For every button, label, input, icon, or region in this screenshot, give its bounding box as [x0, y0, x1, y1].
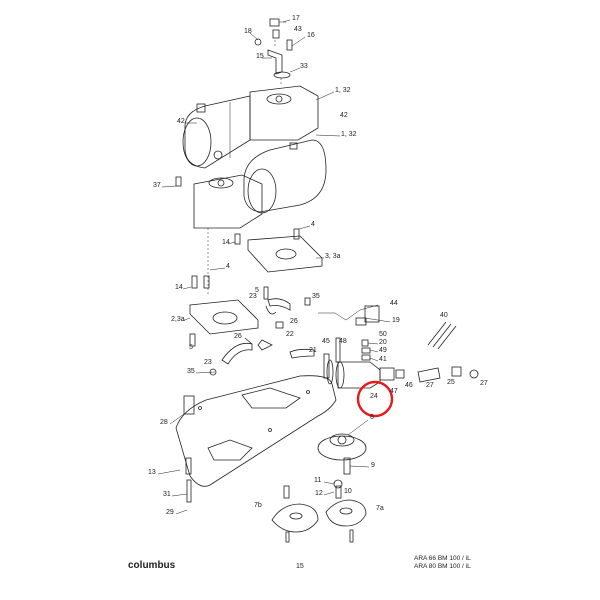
part-label-p12: 12	[315, 490, 323, 497]
part-label-p47: 47	[390, 388, 398, 395]
part-label-p22: 22	[286, 331, 294, 338]
part-label-p17: 17	[292, 15, 300, 22]
flange-6	[317, 433, 367, 489]
sensor-wiring	[318, 304, 457, 379]
part-label-p5b: 5	[189, 344, 193, 351]
model-list: ARA 66 BM 100 / iL ARA 80 BM 100 / iL	[414, 555, 471, 571]
part-label-p132b: 1, 32	[341, 131, 357, 138]
part-label-p14a: 14	[222, 239, 230, 246]
part-label-p4b: 4	[226, 263, 230, 270]
burner-tube-assembly	[326, 359, 479, 389]
part-label-p37: 37	[153, 182, 161, 189]
part-label-p33a: 3, 3a	[325, 253, 341, 260]
plate-2	[189, 275, 269, 347]
model-line-1: ARA 66 BM 100 / iL	[414, 555, 471, 562]
part-label-p27a: 27	[426, 382, 434, 389]
part-label-p28: 28	[160, 419, 168, 426]
part-label-p29: 29	[166, 509, 174, 516]
part-label-p23a: 23	[249, 293, 257, 300]
part-label-p50: 50	[379, 331, 387, 338]
part-label-p44: 44	[390, 300, 398, 307]
part-label-p35b: 35	[187, 368, 195, 375]
part-label-p7b: 7b	[254, 502, 262, 509]
part-label-p43: 43	[294, 26, 302, 33]
part-label-p27b: 27	[480, 380, 488, 387]
hoses-and-fittings	[209, 297, 315, 376]
part-label-p49: 49	[379, 347, 387, 354]
plate-3	[207, 228, 323, 296]
part-label-p23b: 23	[204, 359, 212, 366]
part-label-p41: 41	[379, 356, 387, 363]
top-fittings	[254, 18, 293, 86]
model-line-2: ARA 80 BM 100 / iL	[414, 563, 471, 570]
part-label-p9: 9	[371, 462, 375, 469]
part-label-p10: 10	[344, 488, 352, 495]
part-label-p15: 15	[256, 53, 264, 60]
part-label-p24: 24	[370, 393, 378, 400]
part-label-p6: 6	[370, 414, 374, 421]
part-label-p40: 40	[440, 312, 448, 319]
part-label-p16: 16	[307, 32, 315, 39]
part-label-p42b: 42	[340, 112, 348, 119]
lower-motor	[175, 139, 327, 229]
upper-motor	[182, 85, 319, 169]
part-label-p21: 21	[309, 347, 317, 354]
highlight-circle	[356, 380, 394, 418]
part-label-p13: 13	[148, 469, 156, 476]
part-label-p7a: 7a	[376, 505, 384, 512]
part-label-p31: 31	[163, 491, 171, 498]
part-label-p48: 48	[339, 338, 347, 345]
part-label-p132a: 1, 32	[335, 87, 351, 94]
part-label-p18: 18	[244, 28, 252, 35]
part-label-p45: 45	[322, 338, 330, 345]
part-label-p33: 33	[300, 63, 308, 70]
leader-lines	[157, 19, 391, 515]
part-label-p14b: 14	[175, 284, 183, 291]
page-number: 15	[296, 563, 304, 570]
part-label-p4a: 4	[311, 221, 315, 228]
part-label-p26a: 26	[290, 318, 298, 325]
part-label-p5a: 5	[255, 287, 259, 294]
part-label-p46: 46	[405, 382, 413, 389]
part-label-p35a: 35	[312, 293, 320, 300]
part-label-p23a2: 2,3a	[171, 316, 185, 323]
part-label-p20: 20	[379, 339, 387, 346]
base-plate	[175, 375, 337, 503]
part-label-p25: 25	[447, 379, 455, 386]
small-flanges	[271, 485, 367, 543]
part-label-p11: 11	[314, 477, 321, 484]
part-label-p19: 19	[392, 317, 400, 324]
part-label-p42a: 42	[177, 118, 185, 125]
brand-logo-text: columbus	[128, 560, 176, 571]
part-label-p26b: 26	[234, 333, 242, 340]
